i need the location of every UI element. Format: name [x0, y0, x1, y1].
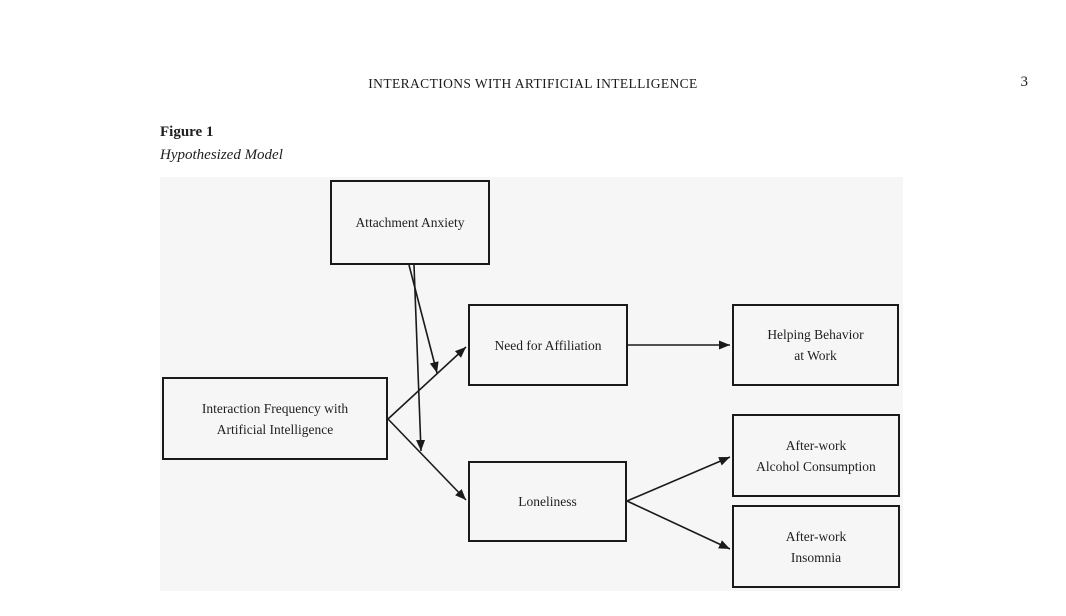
moderation-arrow-attachment-on-loneliness-path [413, 264, 426, 452]
figure-label: Figure 1 [160, 124, 214, 140]
arrow-interaction-to-need-for-affiliation [387, 346, 467, 420]
figure-caption: Figure 1 Hypothesized Model [160, 121, 283, 167]
arrow-loneliness-to-alcohol [626, 456, 731, 502]
figure-title: Hypothesized Model [160, 147, 283, 163]
node-after-work-alcohol-consumption: After-work Alcohol Consumption [732, 414, 900, 497]
node-need-for-affiliation: Need for Affiliation [468, 304, 628, 386]
page-number: 3 [1020, 74, 1029, 90]
node-attachment-anxiety: Attachment Anxiety [330, 180, 490, 265]
arrow-loneliness-to-insomnia [626, 500, 731, 550]
arrow-interaction-to-loneliness [387, 418, 467, 501]
node-loneliness: Loneliness [468, 461, 627, 542]
node-after-work-insomnia: After-work Insomnia [732, 505, 900, 588]
node-helping-behavior-at-work: Helping Behavior at Work [732, 304, 899, 386]
path-model-diagram: Attachment Anxiety Need for Affiliation … [160, 177, 903, 591]
running-head: INTERACTIONS WITH ARTIFICIAL INTELLIGENC… [368, 76, 698, 91]
moderation-arrow-attachment-on-need-path [408, 264, 439, 374]
node-interaction-frequency-with-ai: Interaction Frequency with Artificial In… [162, 377, 388, 460]
